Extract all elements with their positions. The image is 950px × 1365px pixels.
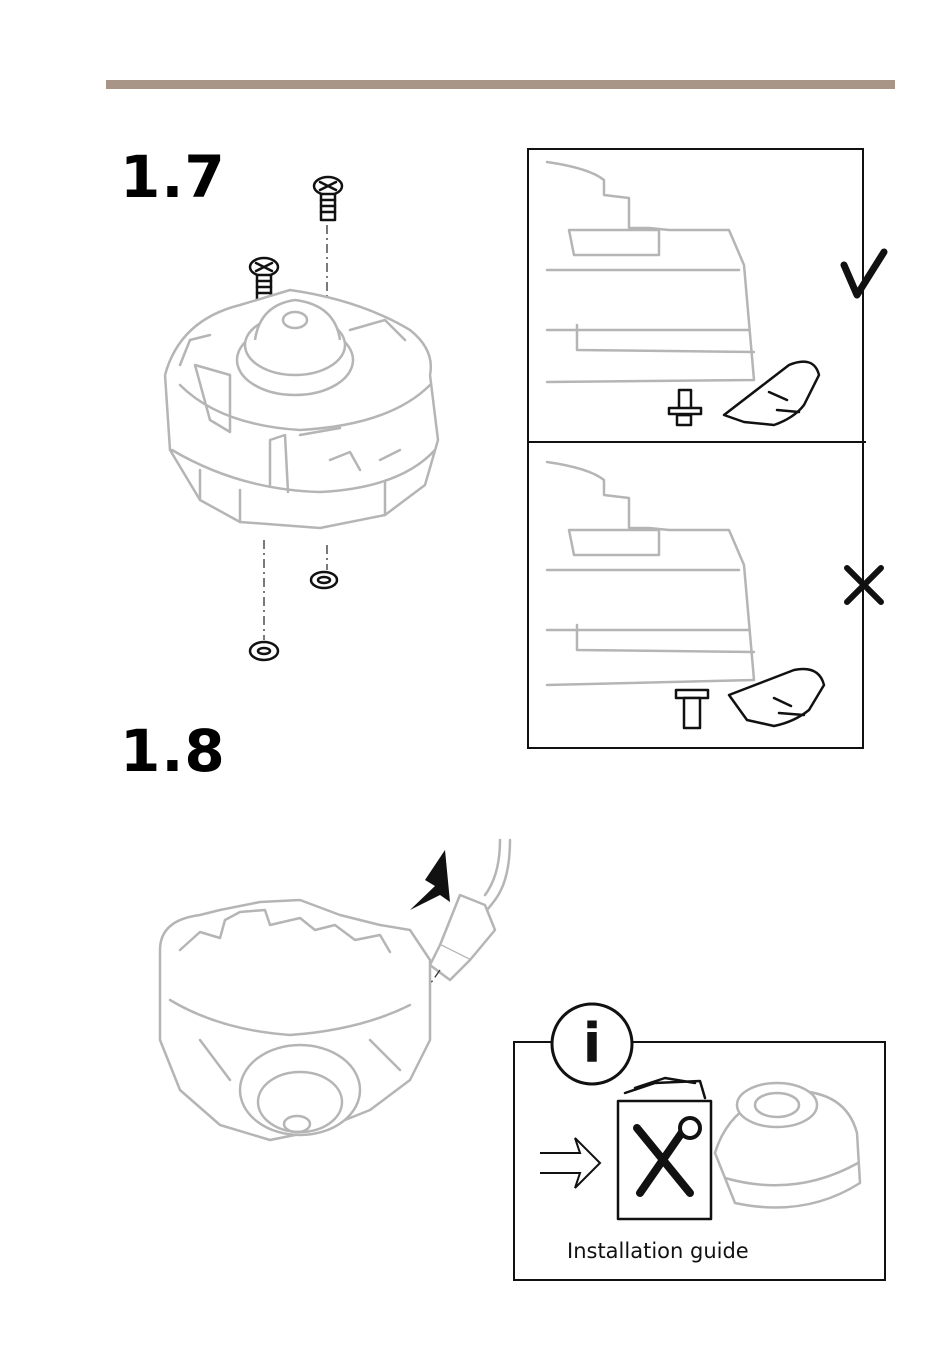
dome-camera [165,290,438,528]
header-bar [106,80,895,89]
right-arrow-icon [540,1138,600,1188]
camera-screws-illustration [150,170,450,670]
correct-mark-icon [844,252,884,295]
incorrect-screw-illustration [547,462,824,728]
dome-camera-underside [160,900,430,1140]
info-icon: i [547,1000,639,1088]
screw-icon [314,177,342,220]
info-glyph: i [583,1012,602,1075]
camera-product-icon [715,1083,860,1208]
step-number-1-8: 1.8 [120,722,226,780]
screw-check-panel [527,148,864,749]
down-arrow-icon [410,850,450,910]
washer-icon [311,572,337,588]
manual-booklet-icon [618,1078,711,1219]
incorrect-mark-icon [847,568,881,602]
washer-icon [250,642,278,660]
connect-cable-illustration [140,840,520,1170]
correct-screw-illustration [547,162,819,425]
installation-guide-label: Installation guide [567,1239,749,1263]
